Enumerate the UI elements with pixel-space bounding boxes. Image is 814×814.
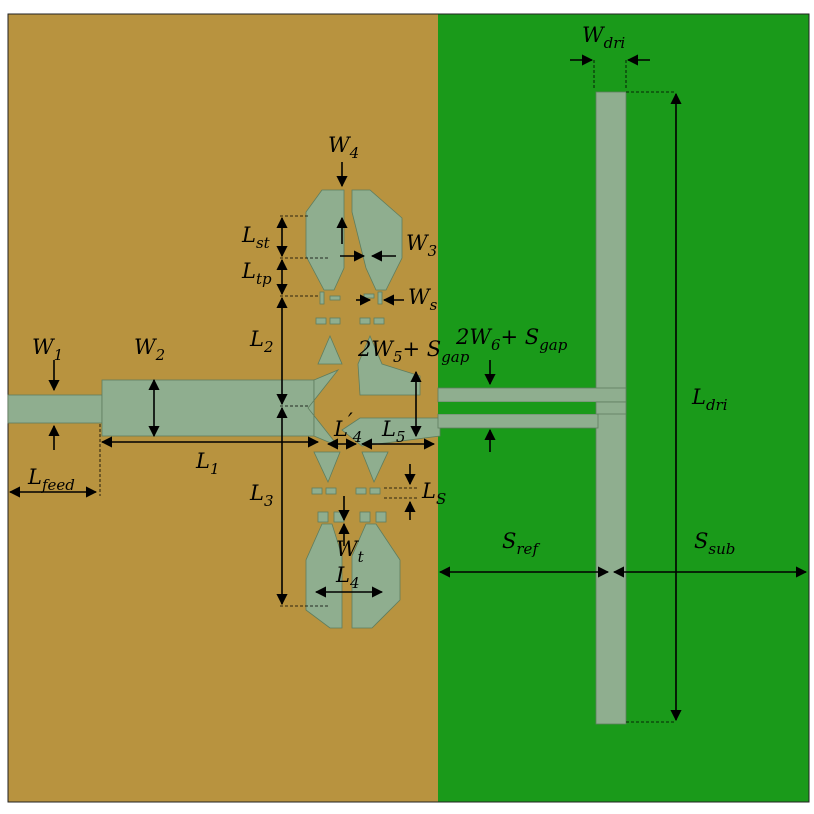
driven-cut-vertical — [595, 401, 627, 415]
label-s-ref: Sref — [502, 529, 540, 558]
label-l-tp: Ltp — [241, 259, 272, 288]
label-w2: W2 — [134, 335, 165, 364]
bottom-stub-3 — [355, 487, 367, 495]
label-l-st: Lst — [241, 223, 271, 252]
label-w-t: Wt — [336, 537, 365, 566]
top-stub-2 — [329, 295, 341, 301]
label-2w5-sgap: 2W5+ Sgap — [357, 337, 470, 366]
top-stub-1 — [319, 291, 325, 305]
label-l5: L5 — [381, 417, 406, 446]
top-stub-3 — [363, 293, 375, 299]
top-stub-8 — [373, 317, 385, 325]
bottom-transmission-line — [437, 413, 599, 429]
top-stub-4 — [377, 291, 383, 305]
bottom-stub-1 — [311, 487, 323, 495]
label-l-dri: Ldri — [691, 385, 728, 414]
bottom-stub-4 — [369, 487, 381, 495]
bottom-stub-8 — [375, 511, 387, 523]
lower-triangle-right — [361, 451, 389, 484]
label-w1: W1 — [32, 335, 63, 364]
dimension-labels: Wdri W4 Lst W3 Ltp Ws L2 2W6+ Sgap 2W5+ … — [27, 23, 735, 592]
label-l-feed: Lfeed — [27, 465, 75, 494]
label-w3: W3 — [406, 231, 437, 260]
lower-triangle-left — [313, 451, 341, 484]
label-2w6-sgap: 2W6+ Sgap — [455, 325, 568, 354]
top-arm-left — [305, 189, 345, 291]
dimension-arrows — [8, 54, 808, 722]
bottom-stub-5 — [317, 511, 329, 523]
label-w-dri: Wdri — [582, 23, 625, 52]
guide-lines — [99, 60, 676, 723]
label-l2: L2 — [249, 327, 274, 356]
top-transmission-line — [437, 387, 627, 403]
feed-line — [7, 394, 103, 424]
label-s-sub: Ssub — [694, 529, 735, 558]
label-l4-prime: L′4 — [333, 409, 362, 446]
top-stub-5 — [315, 317, 327, 325]
label-l4: L4 — [335, 563, 360, 592]
bottom-stub-7 — [359, 511, 371, 523]
driven-cut — [438, 402, 596, 414]
bottom-arm-right — [351, 523, 401, 629]
label-l1: L1 — [195, 449, 220, 478]
bottom-arm-left — [305, 523, 343, 629]
bottom-stub-6 — [333, 511, 345, 523]
label-w4: W4 — [328, 133, 359, 162]
label-l3: L3 — [249, 481, 274, 510]
upper-triangle-left — [317, 334, 343, 365]
top-arm-right — [351, 189, 403, 291]
top-stub-7 — [359, 317, 371, 325]
label-w-s: Ws — [408, 285, 438, 314]
bottom-stub-2 — [325, 487, 337, 495]
label-l-s: LS — [421, 479, 446, 508]
junction-wedge — [307, 369, 340, 447]
top-stub-6 — [329, 317, 341, 325]
